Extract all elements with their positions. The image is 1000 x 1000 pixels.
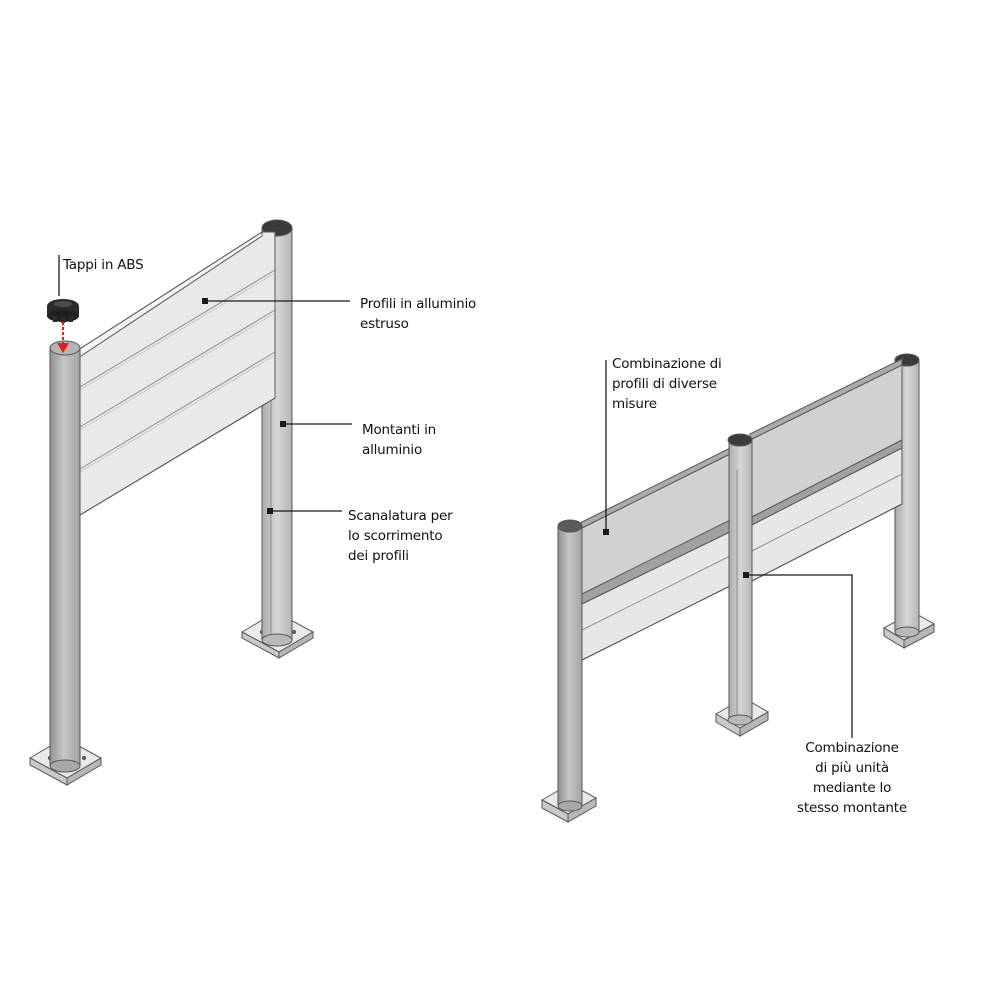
right-fence-assembly [540,353,936,823]
label-combinazione-profili: Combinazione di profili di diverse misur… [612,356,722,412]
abs-cap [47,299,79,323]
aluminium-profile-panel [74,231,276,519]
label-profili: Profili in alluminio estruso [360,296,477,332]
profile-panel-right-segment [749,358,903,583]
label-montanti: Montanti in alluminio [362,422,437,458]
post-right-front [557,525,583,807]
label-tappi: Tappi in ABS [63,257,144,273]
label-scanalatura: Scanalatura per lo scorrimento dei profi… [348,508,453,564]
post-middle [728,439,753,721]
insert-arrow [57,322,69,353]
profile-panel-left-segment [577,443,739,663]
leader-combinazione-unita [746,574,853,738]
left-fence-assembly [28,219,315,786]
post-front [49,347,81,767]
leader-lines [58,255,853,738]
leader-dots [202,298,749,578]
label-combinazione-unita: Combinazione di più unità mediante lo st… [797,740,907,816]
